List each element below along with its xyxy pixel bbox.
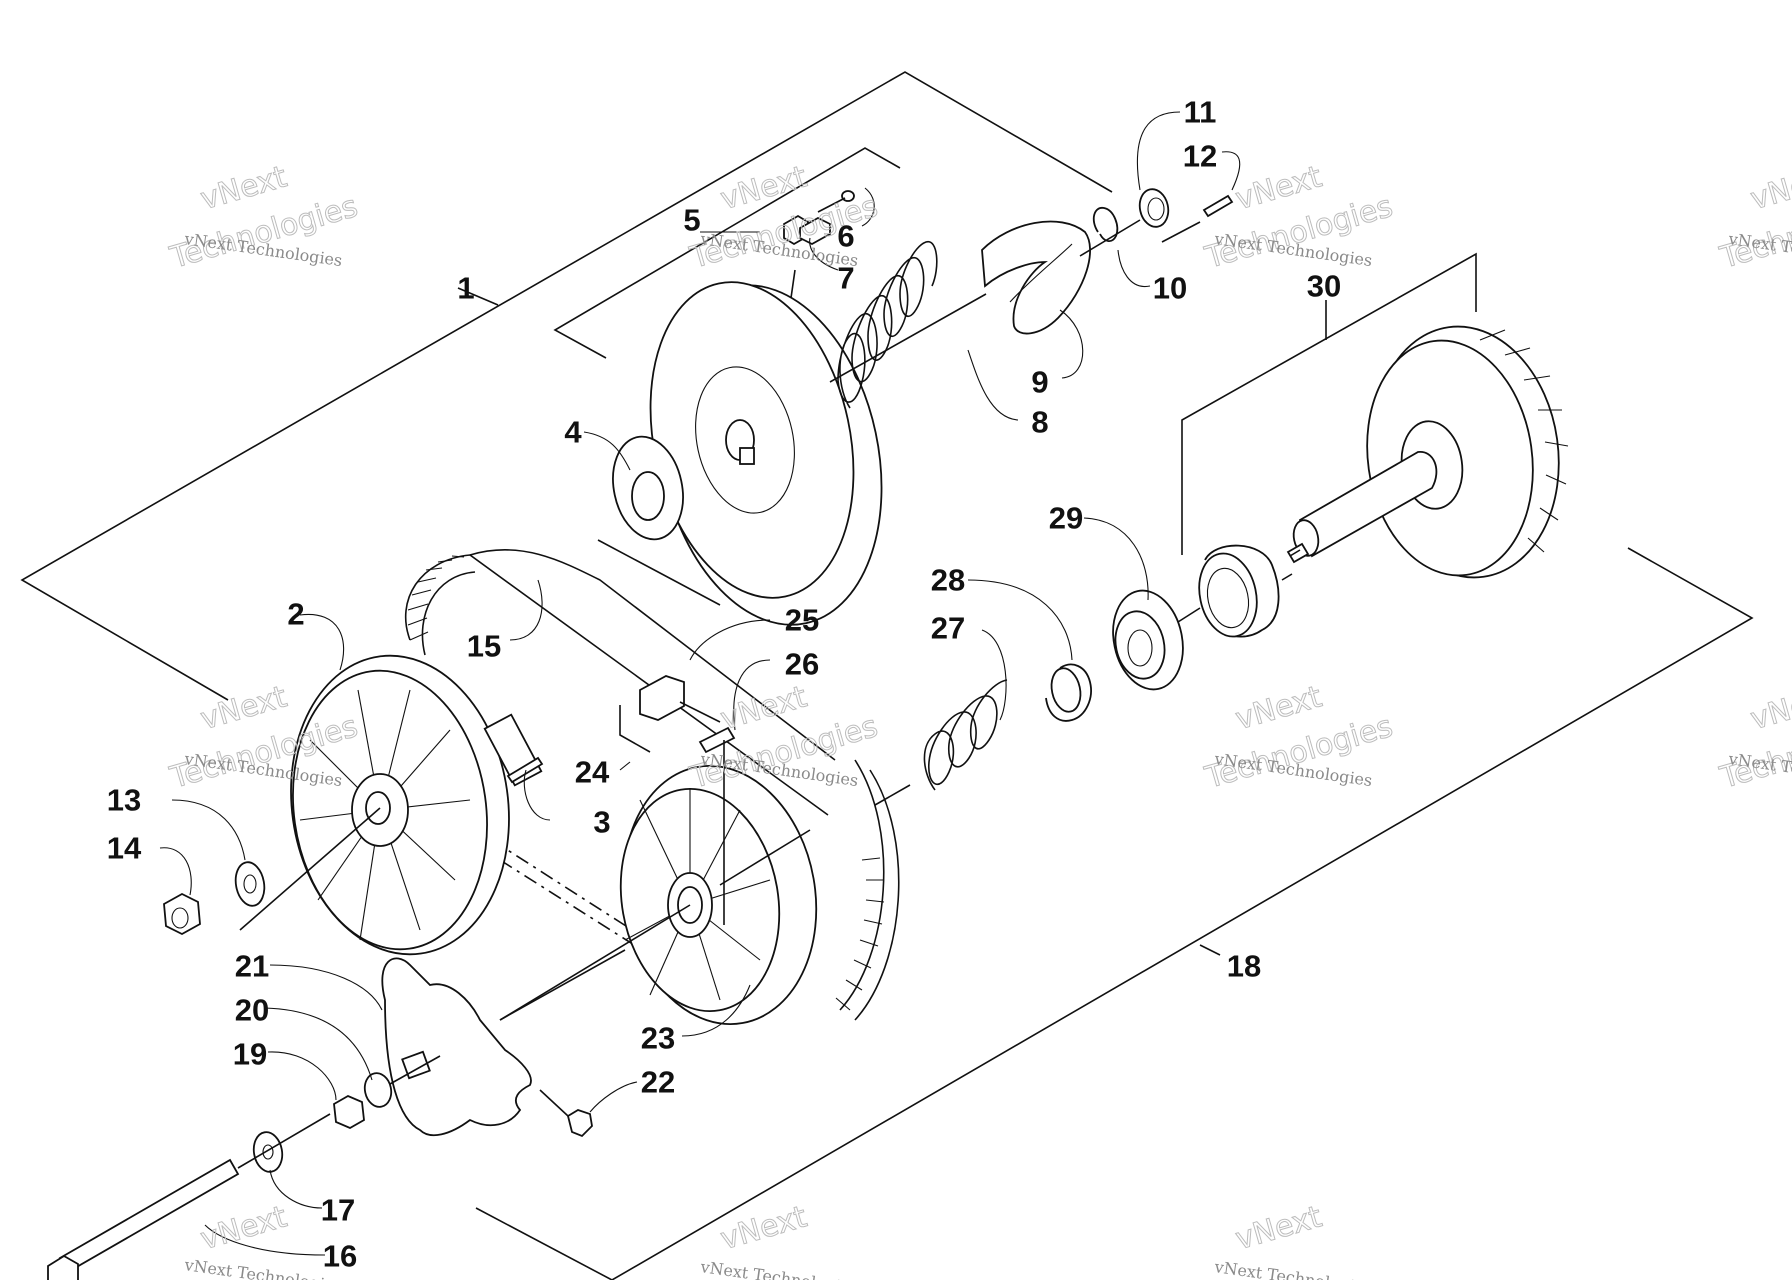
- callout-labels: 1 2 3 4 5 6 7 8 9 10 11 12 13 14 15 16 1…: [107, 95, 1341, 1274]
- spring-8: [829, 241, 987, 409]
- callout-2: 2: [287, 597, 304, 632]
- watermark-10: vNext Technologies: [1715, 159, 1792, 277]
- nut-19: [333, 1094, 365, 1130]
- bushing-7: [799, 216, 831, 246]
- callout-8: 8: [1031, 405, 1048, 440]
- callout-5: 5: [683, 203, 700, 238]
- watermark-11: vNext Technologies: [1715, 679, 1792, 797]
- callout-24: 24: [575, 755, 610, 790]
- callout-9: 9: [1031, 365, 1048, 400]
- svg-text:vNext: vNext: [197, 1199, 291, 1257]
- callout-12: 12: [1183, 139, 1217, 174]
- fixed-sheave: [239, 654, 543, 956]
- snap-ring-10: [1079, 207, 1141, 257]
- bearing-29: [1112, 589, 1201, 691]
- cam-21: [381, 949, 626, 1137]
- bushing-28: [1045, 663, 1092, 722]
- callout-25: 25: [785, 603, 819, 638]
- spring-27: [874, 679, 1008, 806]
- callout-15: 15: [467, 629, 501, 664]
- retainer-26: [698, 726, 736, 925]
- callout-13: 13: [107, 783, 141, 818]
- spider-9: [981, 220, 1091, 335]
- svg-text:vNext: vNext: [717, 159, 811, 217]
- callout-29: 29: [1049, 501, 1083, 536]
- callout-26: 26: [785, 647, 819, 682]
- svg-text:vNext: vNext: [197, 679, 291, 737]
- watermark-9: vNext: [1231, 1199, 1326, 1258]
- callout-27: 27: [931, 611, 965, 646]
- sub-bracket-30: [1181, 252, 1477, 555]
- nut-14: [163, 892, 201, 936]
- clutch-sheave-30: [1286, 325, 1569, 579]
- washer-20: [363, 1072, 393, 1108]
- callout-19: 19: [233, 1037, 267, 1072]
- svg-text:vNext: vNext: [1232, 159, 1326, 217]
- callout-18: 18: [1227, 949, 1261, 984]
- watermark-8: vNext: [716, 1199, 811, 1258]
- callout-10: 10: [1153, 271, 1187, 306]
- svg-text:vNext: vNext: [1232, 1199, 1326, 1257]
- svg-text:vNext: vNext: [717, 1199, 811, 1257]
- washer-4: [612, 435, 684, 541]
- movable-sheave: [649, 281, 883, 626]
- callout-23: 23: [641, 1021, 675, 1056]
- leader-lines: [159, 111, 1241, 1256]
- washer-13: [234, 861, 266, 907]
- callout-11: 11: [1184, 95, 1217, 130]
- callout-7: 7: [837, 261, 854, 296]
- screw-6: [817, 190, 855, 213]
- callout-21: 21: [235, 949, 269, 984]
- svg-text:vNext: vNext: [1747, 679, 1792, 737]
- key-3: [506, 756, 544, 784]
- washer-17: [252, 1131, 284, 1173]
- callout-3: 3: [593, 805, 610, 840]
- callout-14: 14: [107, 831, 142, 866]
- pin-12: [1161, 194, 1234, 243]
- callout-17: 17: [321, 1193, 355, 1228]
- callout-20: 20: [235, 993, 269, 1028]
- callout-28: 28: [931, 563, 965, 598]
- callout-1: 1: [457, 271, 474, 306]
- watermark-9-line: vNext Technologies: [1212, 1257, 1373, 1280]
- callout-30: 30: [1307, 269, 1341, 304]
- callout-6: 6: [837, 219, 854, 254]
- hub-bushing: [1198, 544, 1293, 638]
- assembly-bracket-18: [475, 547, 1754, 1280]
- shoe-25: [679, 701, 721, 723]
- svg-text:vNext: vNext: [717, 679, 811, 737]
- drive-pin-24: [619, 675, 685, 753]
- drive-belt: [404, 548, 900, 1021]
- assembly-bracket-1: [20, 71, 1113, 701]
- watermark-7: vNext: [196, 1199, 291, 1258]
- callout-22: 22: [641, 1065, 675, 1100]
- slider-22: [539, 1089, 593, 1138]
- callout-16: 16: [323, 1239, 357, 1274]
- svg-text:vNext: vNext: [1232, 679, 1326, 737]
- washer-11: [1138, 188, 1170, 228]
- svg-text:vNext: vNext: [1747, 159, 1792, 217]
- bolt-16: [47, 1055, 441, 1280]
- watermark-8-line: vNext Technologies: [698, 1257, 859, 1280]
- watermark-7-line: vNext Technologies: [182, 1255, 343, 1280]
- svg-text:vNext: vNext: [197, 159, 291, 217]
- callout-4: 4: [564, 415, 582, 450]
- driven-sheave: [499, 765, 818, 1025]
